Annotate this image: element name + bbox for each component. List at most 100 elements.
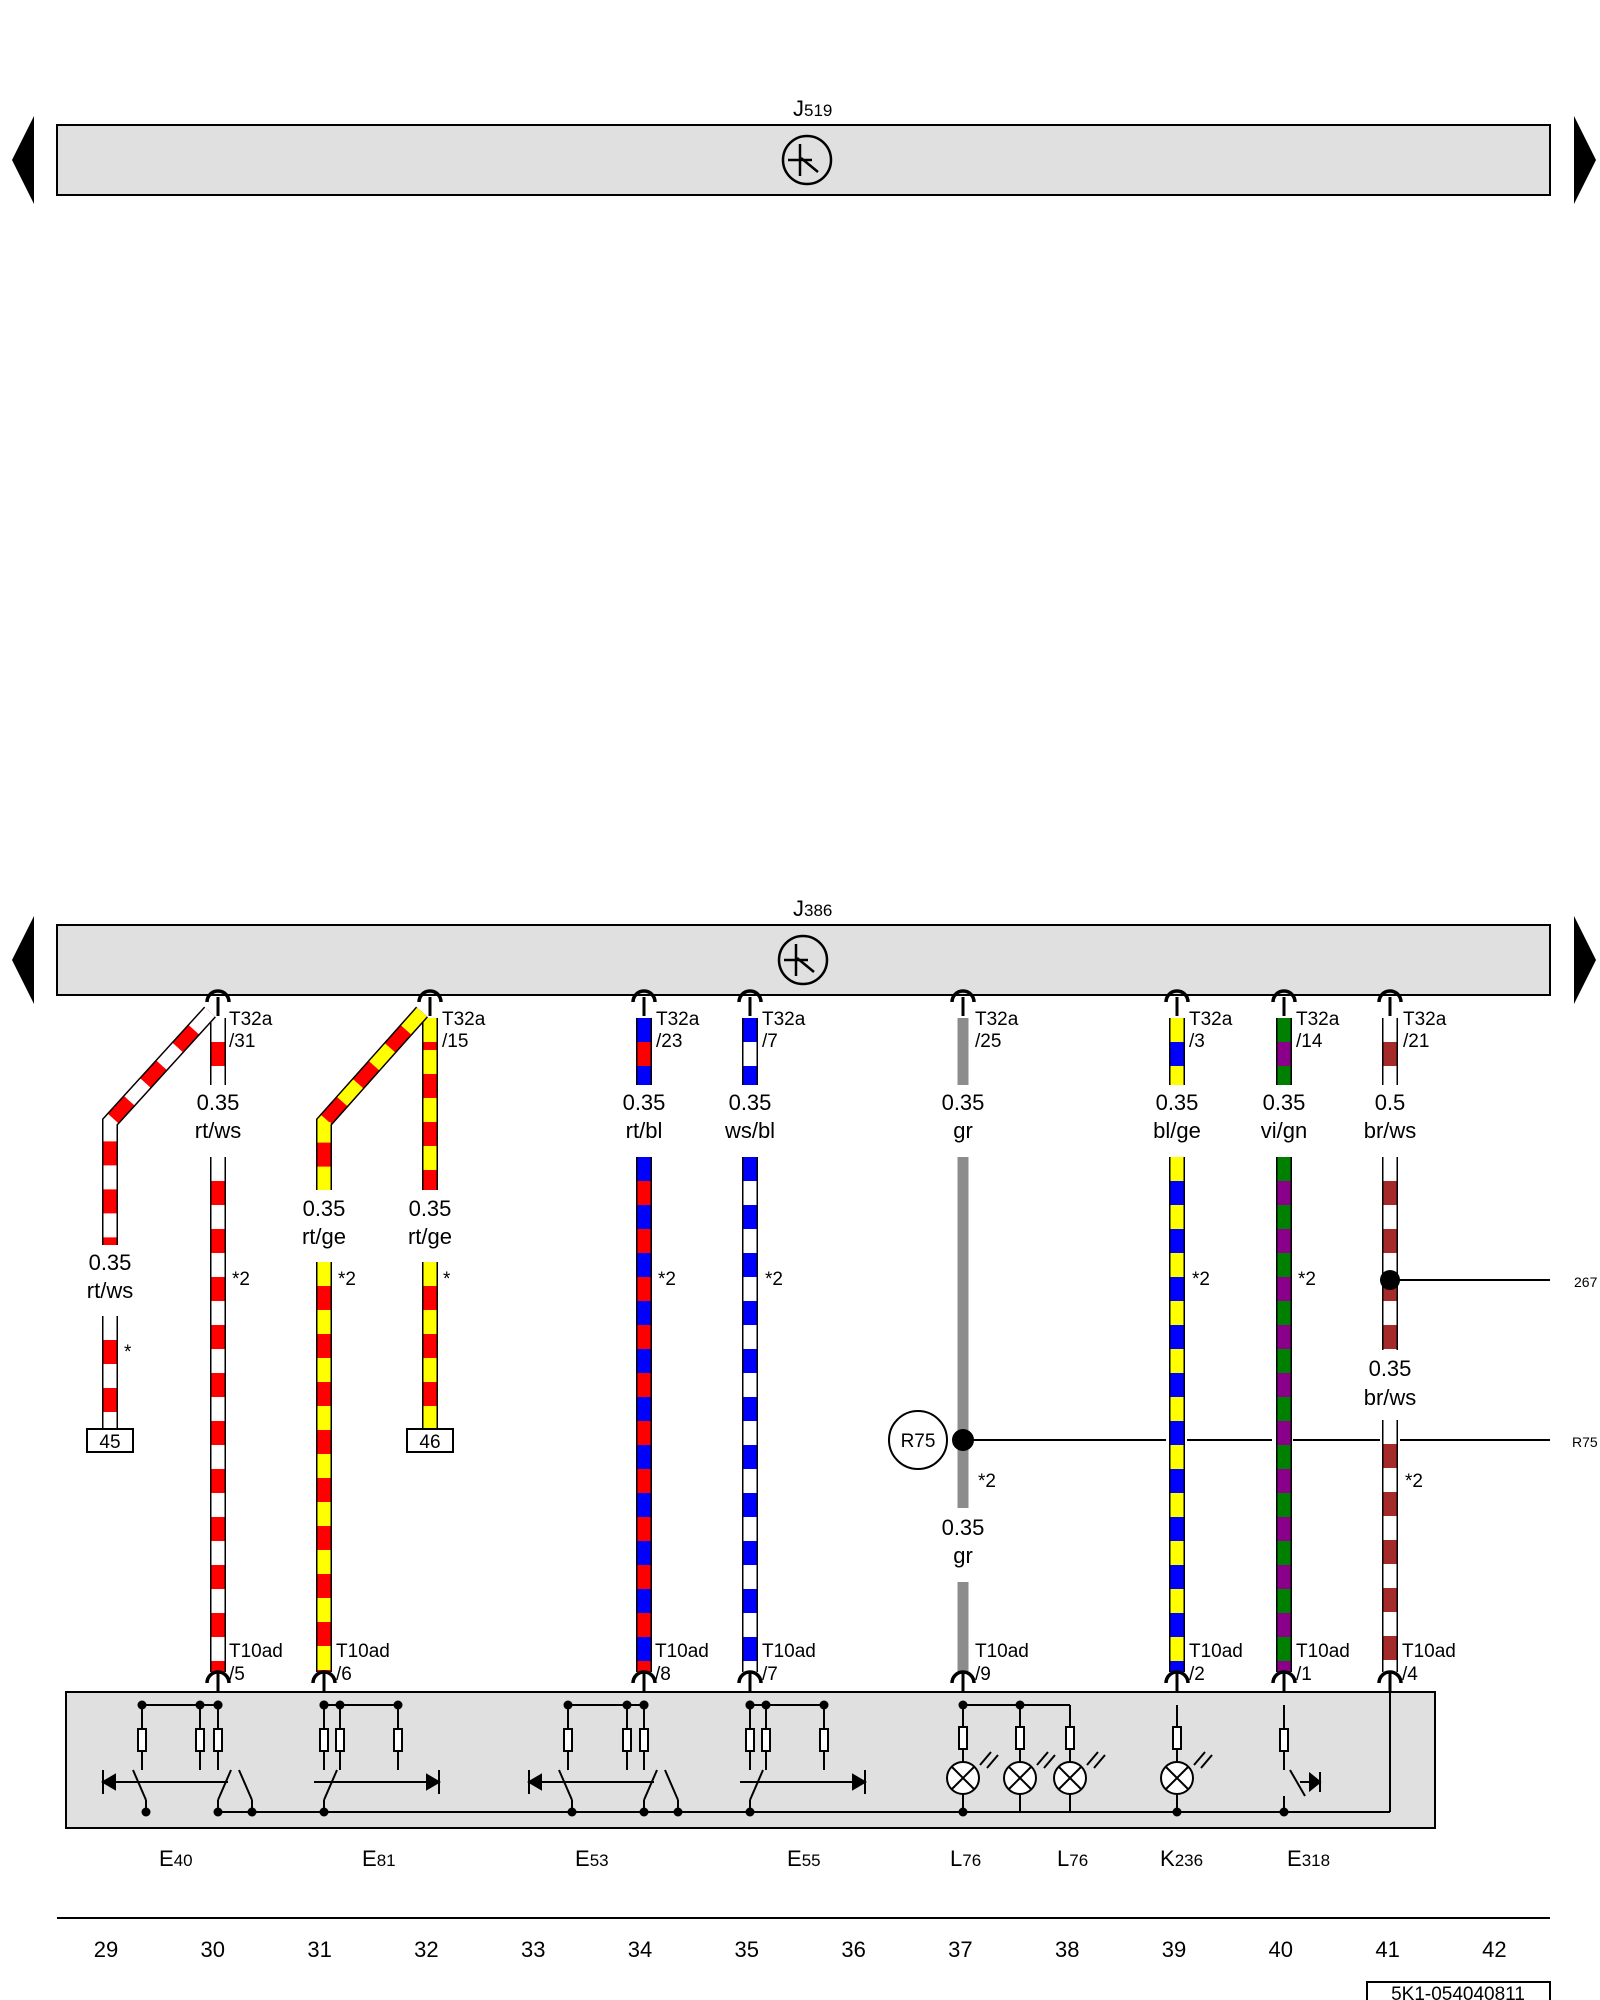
connector-top bbox=[631, 989, 657, 1016]
light-ray-icon bbox=[1193, 1751, 1206, 1766]
connector-top bbox=[737, 989, 763, 1016]
connector-arc bbox=[1271, 989, 1297, 1003]
pin-label: T32a bbox=[975, 1009, 1019, 1030]
switch-contact bbox=[643, 1769, 658, 1801]
light-ray-icon bbox=[979, 1751, 992, 1766]
wire-color: ws/bl bbox=[724, 1118, 775, 1143]
connector-bottom bbox=[1271, 1670, 1297, 1692]
resistor-icon bbox=[563, 1728, 573, 1752]
wire-size-2: 0.35 bbox=[942, 1515, 985, 1540]
control-unit-icon bbox=[796, 957, 815, 973]
wire-size: 0.35 bbox=[729, 1090, 772, 1115]
pin-number: /3 bbox=[1189, 1031, 1205, 1052]
wire-size: 0.35 bbox=[303, 1196, 346, 1221]
node-dot bbox=[639, 1700, 649, 1710]
component-e55: E55 bbox=[787, 1846, 821, 1871]
wire-branch-29-stripe bbox=[103, 1007, 215, 1245]
wire-note: *2 bbox=[978, 1471, 996, 1492]
connector-arc bbox=[631, 989, 657, 1003]
bottom-pin-number: /6 bbox=[336, 1664, 352, 1685]
control-unit-icon bbox=[777, 934, 829, 986]
column-number: 36 bbox=[841, 1937, 865, 1962]
pin-number: /31 bbox=[229, 1031, 255, 1052]
switch-contact bbox=[749, 1769, 764, 1801]
component-e40: E40 bbox=[159, 1846, 193, 1871]
control-unit-icon bbox=[781, 134, 833, 186]
node-dot bbox=[745, 1807, 755, 1817]
resistor-icon bbox=[137, 1728, 147, 1752]
wire-size: 0.5 bbox=[1375, 1090, 1406, 1115]
switch-contact bbox=[1289, 1769, 1306, 1797]
page-right-arrow[interactable] bbox=[1574, 116, 1596, 204]
connector-arc bbox=[205, 989, 231, 1003]
component-l76-a: L76 bbox=[950, 1846, 981, 1871]
wire-color: br/ws bbox=[1364, 1118, 1417, 1143]
light-ray-icon bbox=[1200, 1754, 1213, 1769]
wire-note: *2 bbox=[765, 1269, 783, 1290]
module-j386-label: J386 bbox=[793, 896, 832, 921]
column-number: 33 bbox=[521, 1937, 545, 1962]
bottom-pin-label: T10ad bbox=[975, 1641, 1029, 1662]
resistor-icon bbox=[622, 1728, 632, 1752]
node-dot bbox=[819, 1700, 829, 1710]
component-e81: E81 bbox=[362, 1846, 396, 1871]
light-ray-icon bbox=[1086, 1751, 1099, 1766]
module-j386: J386 bbox=[12, 896, 1596, 1004]
resistor-icon bbox=[393, 1728, 403, 1752]
bottom-pin-label: T10ad bbox=[229, 1641, 283, 1662]
page-right-arrow[interactable] bbox=[1574, 916, 1596, 1004]
pin-label: T32a bbox=[229, 1009, 273, 1030]
junction-r75-circle bbox=[888, 1410, 948, 1470]
page-left-arrow[interactable] bbox=[12, 116, 34, 204]
wire-note: *2 bbox=[232, 1269, 250, 1290]
switch-contact bbox=[664, 1769, 679, 1801]
column-number: 31 bbox=[307, 1937, 331, 1962]
node-dot bbox=[319, 1807, 329, 1817]
pin-label: T32a bbox=[656, 1009, 700, 1030]
resistor-icon bbox=[1279, 1728, 1289, 1752]
column-number: 32 bbox=[414, 1937, 438, 1962]
ref-r75-right: R75 bbox=[1572, 1434, 1598, 1450]
wire-note: *2 bbox=[1298, 1269, 1316, 1290]
connector-bottom bbox=[737, 1670, 763, 1692]
component-labels: E40 E81 E53 E55 L76 L76 K236 E318 bbox=[159, 1846, 1330, 1871]
switch-arrow-icon bbox=[852, 1773, 867, 1791]
column-number: 29 bbox=[94, 1937, 118, 1962]
node-dot bbox=[563, 1700, 573, 1710]
pin-label: T32a bbox=[1296, 1009, 1340, 1030]
wire-size: 0.35 bbox=[89, 1250, 132, 1275]
pin-label: T32a bbox=[442, 1009, 486, 1030]
node-dot bbox=[745, 1700, 755, 1710]
connector-bottom bbox=[950, 1670, 976, 1692]
wire-size: 0.35 bbox=[1263, 1090, 1306, 1115]
resistor-icon bbox=[335, 1728, 345, 1752]
column-number: 39 bbox=[1162, 1937, 1186, 1962]
pin-number: /7 bbox=[762, 1031, 778, 1052]
wire-labels: T32a /31 0.35 rt/ws *2 T10ad /5 0.35 rt/… bbox=[87, 1009, 1456, 1685]
column-number: 30 bbox=[201, 1937, 225, 1962]
bottom-pin-number: /4 bbox=[1402, 1664, 1418, 1685]
column-number: 35 bbox=[735, 1937, 759, 1962]
connector-top bbox=[1164, 989, 1190, 1016]
bottom-pin-number: /9 bbox=[975, 1664, 991, 1685]
module-j519-label: J519 bbox=[793, 96, 832, 121]
node-dot bbox=[137, 1700, 147, 1710]
switch-arrow-icon bbox=[527, 1773, 542, 1791]
column-number: 40 bbox=[1269, 1937, 1293, 1962]
splice-dot-r75 bbox=[952, 1429, 974, 1451]
switch-arrow-icon bbox=[101, 1773, 116, 1791]
bottom-pin-number: /2 bbox=[1189, 1664, 1205, 1685]
column-number: 41 bbox=[1375, 1937, 1399, 1962]
node-dot bbox=[319, 1700, 329, 1710]
wire-color-2: br/ws bbox=[1364, 1385, 1417, 1410]
ref-box-46-label: 46 bbox=[419, 1432, 440, 1453]
wire-size-2: 0.35 bbox=[1369, 1356, 1412, 1381]
lamp-icon bbox=[1165, 1766, 1189, 1790]
bottom-pin-number: /8 bbox=[655, 1664, 671, 1685]
pin-number: /15 bbox=[442, 1031, 468, 1052]
wire-note: *2 bbox=[658, 1269, 676, 1290]
resistor-icon bbox=[1065, 1726, 1075, 1750]
page-left-arrow[interactable] bbox=[12, 916, 34, 1004]
